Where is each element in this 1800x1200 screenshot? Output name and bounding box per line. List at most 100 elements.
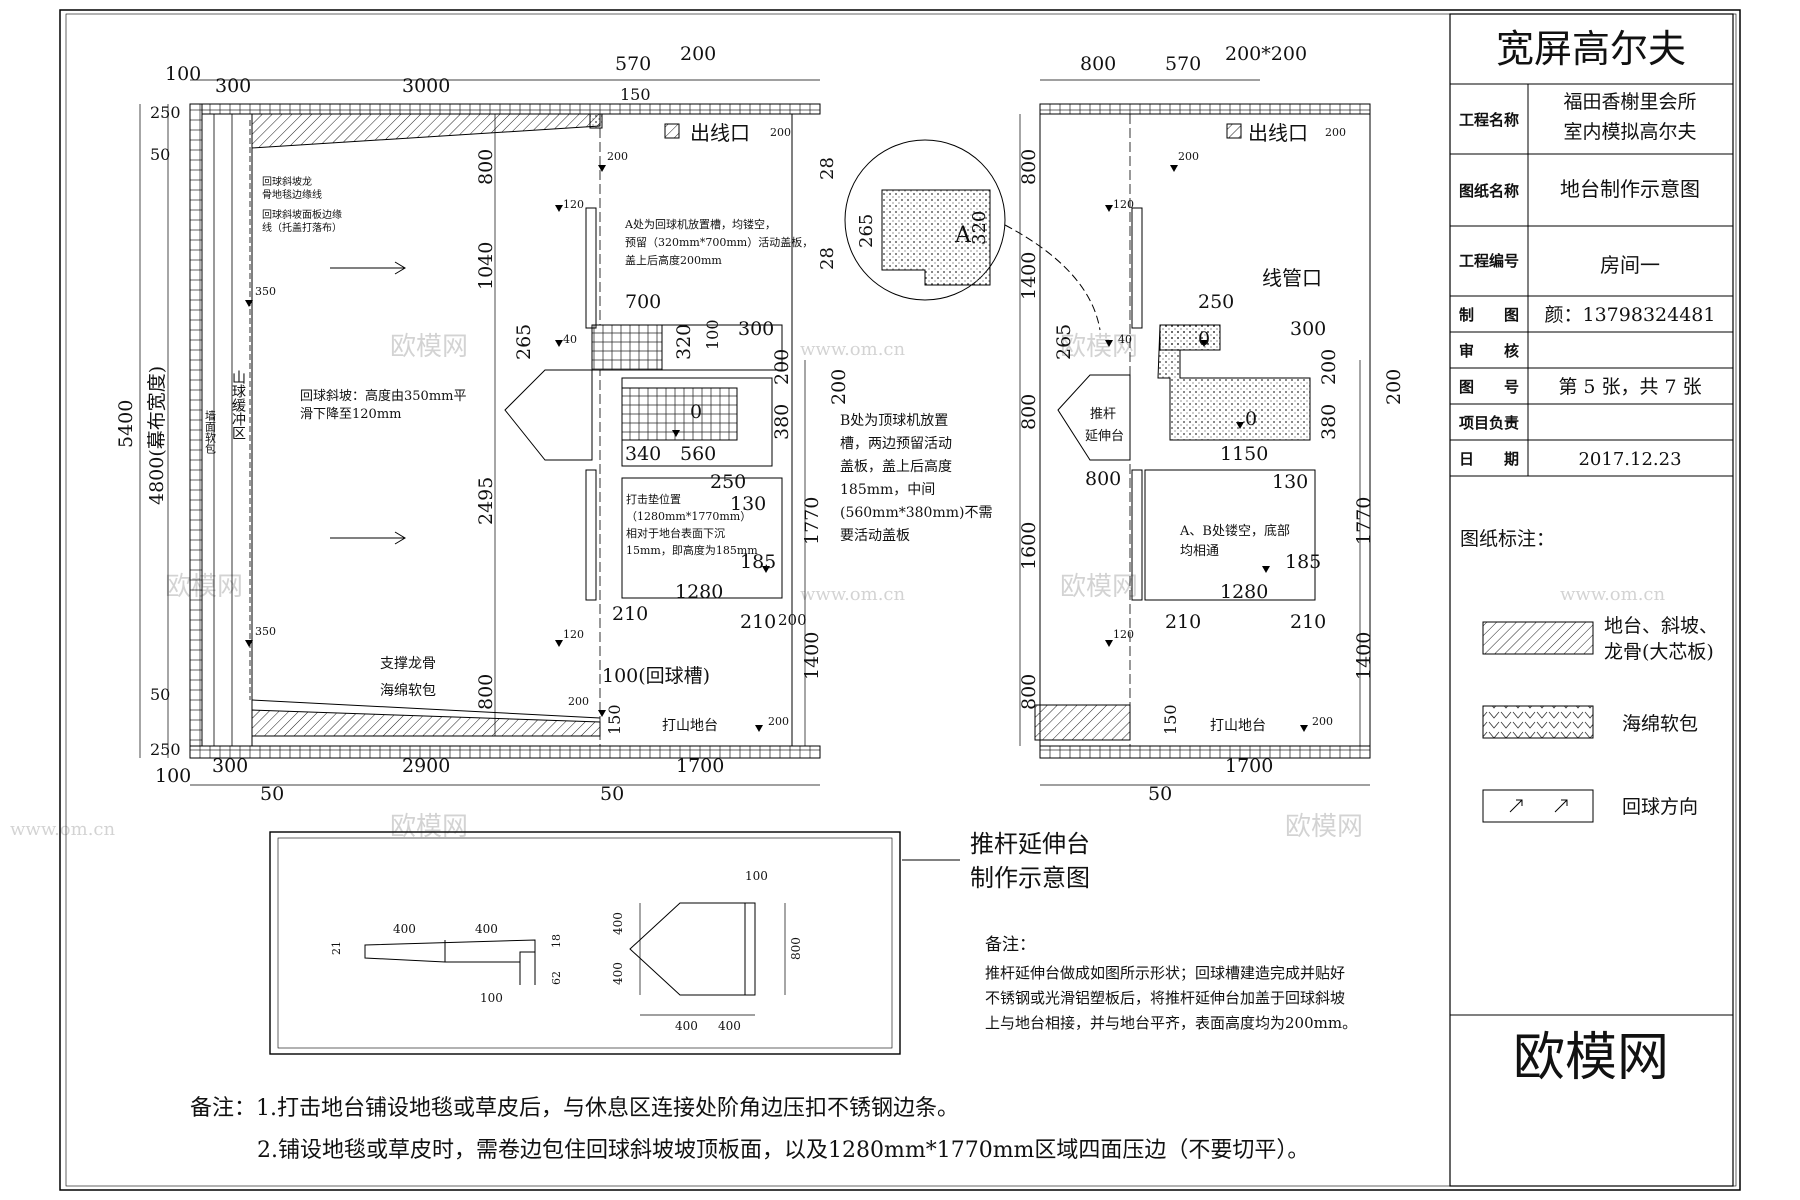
drawn-value: 颜：13798324481 — [1545, 304, 1716, 326]
val-560: 560 — [680, 443, 716, 465]
val-200c: 200 — [607, 150, 628, 163]
dim-top-200: 200 — [680, 43, 716, 65]
footer-line-1: 备注：1.打击地台铺设地毯或草皮后，与休息区连接处阶角边压扣不锈钢边条。 — [190, 1096, 959, 1121]
watermark-2: 欧模网 — [1060, 332, 1138, 362]
r-left-1600: 1600 — [1018, 522, 1040, 570]
r-left-800c: 800 — [1018, 674, 1040, 710]
watermark-6: 欧模网 — [1285, 812, 1363, 842]
ext-title-2: 制作示意图 — [970, 864, 1090, 892]
extension-detail-labels: 推杆延伸台 制作示意图 400 400 21 18 62 100 100 400… — [330, 830, 1357, 1033]
watermark-4: 欧模网 — [1060, 572, 1138, 602]
left-plan — [139, 79, 821, 786]
r-ab-note-1: A、B处镂空，底部 — [1179, 523, 1290, 539]
dim-top-300: 300 — [215, 75, 251, 97]
drawn-label: 制 图 — [1459, 306, 1519, 324]
b-note-5: (560mm*380mm)不需 — [840, 505, 992, 521]
dim-mid-800b: 800 — [475, 674, 497, 710]
detail-dim-28a: 28 — [817, 157, 838, 180]
footer-notes: 备注：1.打击地台铺设地毯或草皮后，与休息区连接处阶角边压扣不锈钢边条。 2.铺… — [190, 1096, 1309, 1163]
val-200d: 200 — [770, 126, 791, 139]
legend-title: 图纸标注： — [1460, 528, 1555, 550]
ext-plan-400d: 400 — [718, 1019, 741, 1033]
val-200b: 200 — [778, 611, 807, 629]
r-val-210a: 210 — [1165, 611, 1201, 633]
title-block — [1449, 13, 1734, 1187]
number-value: 第 5 张，共 7 张 — [1558, 376, 1701, 398]
dim-bottom-2900: 2900 — [402, 755, 450, 777]
dim-mid-1040: 1040 — [475, 242, 497, 290]
b-note-4: 185mm，中间 — [840, 482, 935, 498]
right-plan-room — [1039, 113, 1371, 747]
val-250: 250 — [710, 471, 746, 493]
legend-sponge-swatch — [1482, 705, 1594, 739]
dim-bottom-50b: 50 — [600, 783, 624, 805]
left-plan-room — [251, 113, 793, 747]
dim-right-1400: 1400 — [801, 632, 823, 680]
dim-left-250b: 250 — [150, 740, 181, 759]
left-plan-left-wall — [189, 103, 203, 759]
slope-text-1: 回球斜坡：高度由350mm平 — [300, 388, 466, 404]
pad-note-4: 15mm，即高度为185mm — [626, 543, 758, 557]
detail-dim-265: 265 — [856, 214, 877, 248]
watermark-5: 欧模网 — [390, 812, 468, 842]
drawing-label: 图纸名称 — [1459, 182, 1519, 200]
r-val-200a: 200 — [1178, 150, 1199, 163]
watermark-1: 欧模网 — [390, 332, 468, 362]
ext-remark-2: 不锈钢或光滑铝塑板后，将推杆延伸台加盖于回球斜坡 — [985, 989, 1345, 1007]
dim-bottom-1700: 1700 — [676, 755, 724, 777]
watermark-3: 欧模网 — [165, 572, 243, 602]
r-val-120b: 120 — [1113, 628, 1134, 641]
date-value: 2017.12.23 — [1578, 449, 1681, 470]
pad-note-2: （1280mm*1770mm） — [626, 510, 751, 523]
sponge-wall-strip — [201, 113, 215, 747]
watermark-10: www.om.cn — [10, 819, 116, 840]
a-note-1: A处为回球机放置槽，均镂空， — [624, 217, 776, 231]
val-40: 40 — [563, 333, 577, 346]
val-120b: 120 — [563, 628, 584, 641]
drawing-value: 地台制作示意图 — [1560, 177, 1700, 201]
detail-label-a: A — [954, 223, 972, 248]
watermark-8: www.om.cn — [800, 584, 906, 605]
dim-bottom-300: 300 — [212, 755, 248, 777]
brand-watermark: 欧模网 — [1513, 1028, 1669, 1088]
r-val-185: 185 — [1285, 551, 1321, 573]
watermark-9: www.om.cn — [1560, 584, 1666, 605]
ext-plan-400a: 400 — [611, 912, 625, 935]
detail-circle: 28 265 28 320 A — [817, 139, 1101, 331]
val-1280: 1280 — [675, 581, 723, 603]
left-plan-bottom-wall — [189, 745, 821, 759]
project-label: 工程名称 — [1459, 111, 1519, 129]
r-val-1280: 1280 — [1220, 581, 1268, 603]
ext-remark-3: 上与地台相接，并与地台平齐，表面高度均为200mm。 — [985, 1014, 1357, 1032]
slope-text-2: 滑下降至120mm — [300, 407, 401, 422]
dim-left-50: 50 — [150, 145, 170, 164]
val-0: 0 — [690, 401, 702, 423]
r-val-200c: 200 — [1312, 715, 1333, 728]
dim-top-570: 570 — [615, 53, 651, 75]
r-val-300: 300 — [1290, 318, 1326, 340]
b-note-2: 槽，两边预留活动 — [840, 436, 952, 452]
code-value: 房间一 — [1600, 253, 1660, 277]
b-note-3: 盖板，盖上后高度 — [840, 458, 952, 475]
b-note-1: B处为顶球机放置 — [840, 413, 948, 429]
detail-dim-320: 320 — [969, 211, 990, 245]
dim-right-150: 150 — [605, 704, 624, 735]
extension-detail — [269, 831, 960, 1055]
support-label: 支撑龙骨 — [380, 656, 436, 672]
ext-plan-400b: 400 — [611, 962, 625, 985]
r-right-1770: 1770 — [1353, 497, 1375, 545]
r-bottom-50: 50 — [1148, 783, 1172, 805]
val-340: 340 — [625, 443, 661, 465]
legend-3-line-1: 回球方向 — [1622, 796, 1698, 818]
dim-mid-800: 800 — [475, 149, 497, 185]
check-label: 审 核 — [1459, 342, 1519, 360]
slope-note-1: 回球斜坡龙 — [262, 175, 312, 188]
val-350a: 350 — [255, 285, 276, 298]
val-200f: 200 — [568, 695, 589, 708]
dim-left-5400: 5400 — [115, 400, 137, 448]
groove-label: 100(回球槽) — [602, 665, 710, 687]
sponge-wall-label: 墙面软包 — [204, 409, 217, 454]
r-extension-1: 推杆 — [1090, 407, 1116, 422]
slope-note-3: 回球斜坡面板边缘 — [262, 208, 342, 221]
